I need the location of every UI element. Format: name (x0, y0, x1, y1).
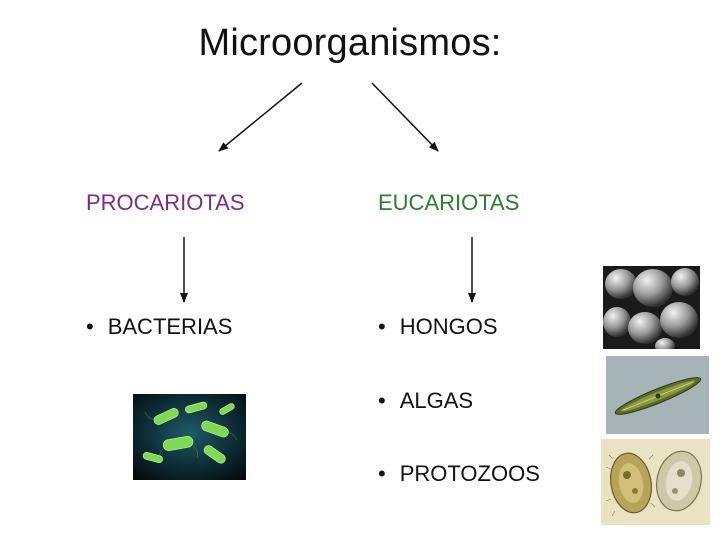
protozoa-image (601, 439, 710, 525)
bullet-dot: • (86, 314, 94, 339)
bullet-algas: • ALGAS (378, 388, 473, 414)
arrow-title-to-eucariotas (371, 82, 439, 152)
bullet-dot: • (378, 314, 386, 339)
bullet-protozoos: • PROTOZOOS (378, 461, 540, 487)
arrow-title-to-procariotas (218, 82, 303, 152)
bullet-bacterias: • BACTERIAS (86, 314, 232, 340)
eucariotas-label: EUCARIOTAS (378, 190, 520, 215)
protozoos-text: PROTOZOOS (399, 461, 540, 486)
bullet-dot: • (378, 388, 386, 413)
algas-text: ALGAS (399, 388, 474, 413)
procariotas-label: PROCARIOTAS (86, 190, 245, 215)
bacterias-text: BACTERIAS (107, 314, 233, 339)
algae-image (606, 356, 709, 434)
hongos-text: HONGOS (399, 314, 498, 339)
fungi-image (603, 266, 700, 349)
diagram-title: Microorganismos: (198, 22, 502, 64)
bacteria-image (133, 394, 246, 480)
bullet-dot: • (378, 461, 386, 486)
bullet-hongos: • HONGOS (378, 314, 498, 340)
